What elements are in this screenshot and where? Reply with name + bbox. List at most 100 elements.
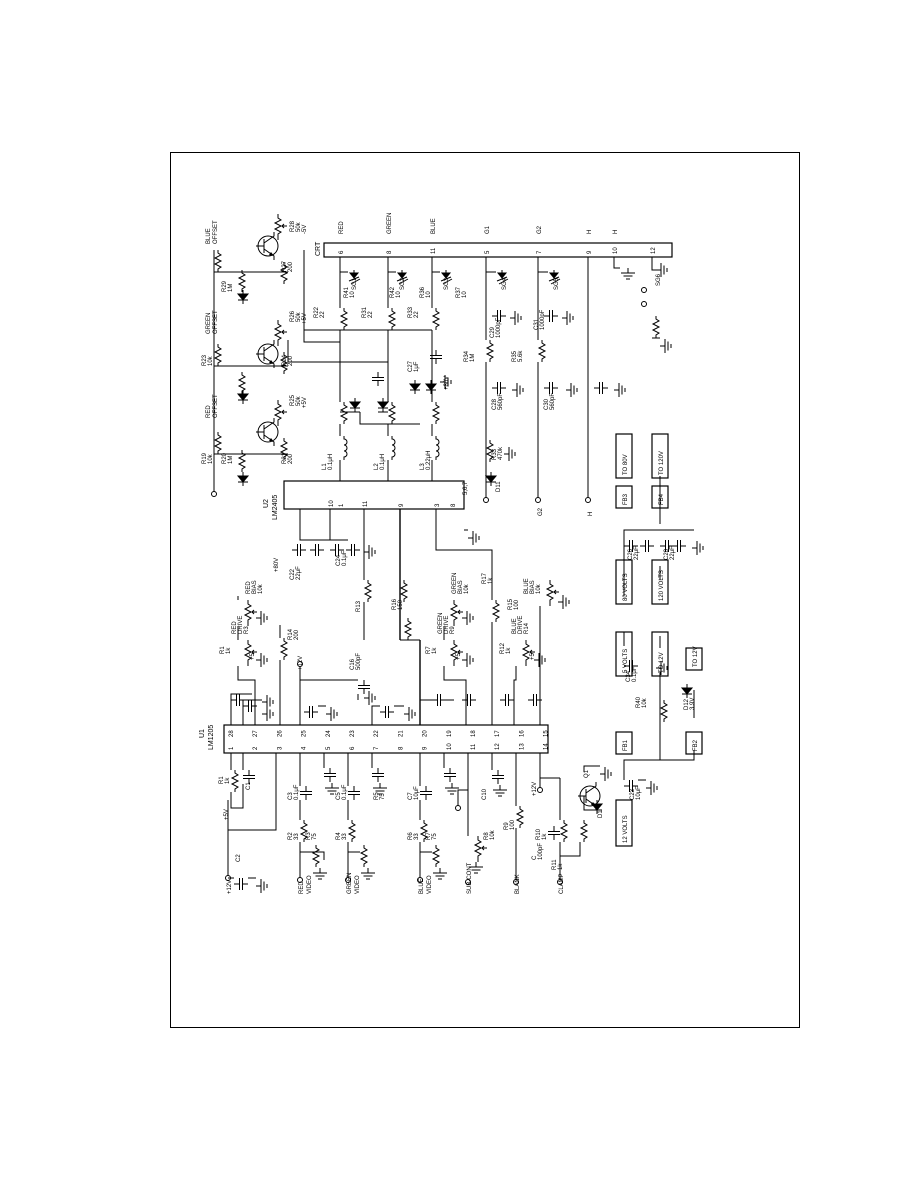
u1-pin-1: 1 — [229, 746, 235, 750]
component-ref-34: R33 — [408, 306, 414, 318]
bias-val-2: 10k — [536, 583, 542, 594]
offset-ref-2: R25 — [290, 394, 296, 406]
component-val-43: 1μF — [414, 361, 420, 372]
offset-v-2: +5V — [302, 397, 308, 408]
crt-pin-5: 5 — [485, 250, 491, 254]
component-ref-43: C27 — [408, 360, 414, 372]
offset-label2-0: OFFSET — [213, 220, 219, 244]
u2-pin-3: 11 — [363, 500, 369, 507]
component-ref-59: D12 — [684, 698, 690, 710]
u2-pin-4: 9 — [399, 503, 405, 507]
component-ref-6: C5 — [336, 792, 342, 800]
component-val-28: 0.1μF — [342, 550, 348, 566]
component-ref-25: R16 — [392, 598, 398, 610]
input-label-5: CLAMP — [559, 873, 565, 894]
u1-pin-15: 15 — [544, 730, 550, 737]
u1-pin-16: 16 — [519, 730, 525, 737]
power-box-label-8: TO 80V — [623, 454, 629, 475]
component-ref-10: R6 — [408, 832, 414, 840]
component-ref-33: R31 — [362, 306, 368, 318]
u2-ref: U2 — [263, 499, 270, 508]
power-box-label-1: FB1 — [623, 739, 629, 751]
component-ref-17: C — [532, 855, 538, 860]
component-val-39: 560pF — [498, 393, 504, 410]
component-ref-1: C1 — [246, 782, 252, 790]
component-ref-41: R33 — [492, 448, 498, 460]
component-ref-42: D11 — [496, 481, 502, 492]
power-box-label-9: 120 VOLTS — [659, 570, 665, 601]
component-ref-36: C29 — [490, 326, 496, 338]
drive-l1-2: BLUE — [512, 618, 518, 634]
component-val-12: 10k — [490, 829, 496, 840]
component-val-51: 10 — [426, 291, 432, 298]
u1-pin-12: 12 — [495, 743, 501, 750]
input-label2-1: VIDEO — [355, 875, 361, 894]
component-ref-11: R7 — [426, 832, 432, 840]
u1-pin-28: 28 — [229, 730, 235, 737]
component-val-41: 470k — [498, 446, 504, 460]
crt-label-6: H — [613, 230, 619, 234]
component-val-26: 1k — [488, 577, 494, 584]
u1-part: LM1205 — [208, 725, 215, 750]
component-val-38: 1000pF — [540, 309, 546, 330]
component-ref-53: R42 — [390, 286, 396, 298]
component-ref-50: R29 — [222, 280, 228, 292]
input-label2-0: VIDEO — [307, 875, 313, 894]
bias-l1-1: GREEN — [452, 573, 458, 594]
g2-label: G2 — [538, 507, 544, 516]
u1-pin-11: 11 — [471, 743, 477, 750]
component-val-49: 200 — [288, 261, 294, 272]
component-val-15: 1k — [542, 833, 548, 840]
crt-ref: CRT — [315, 241, 322, 256]
arc-label-0: SG1 — [352, 277, 358, 290]
component-val-22: 500pF — [356, 653, 362, 670]
offset-val-0: 50k — [296, 221, 302, 232]
component-val-13: 100 — [510, 819, 516, 830]
power-box-label-3: 5 VOLTS — [623, 649, 629, 673]
component-ref-57: C28 — [664, 548, 670, 560]
power-box-8 — [615, 433, 633, 479]
u2-part: LM2405 — [272, 495, 279, 520]
power-box-label-5: TO 12V — [693, 646, 699, 667]
bias-val-1: 10k — [464, 583, 470, 594]
component-ref-56: C26 — [628, 548, 634, 560]
offset-label2-2: OFFSET — [213, 394, 219, 418]
component-ref-26: R17 — [482, 572, 488, 584]
component-ref-27: C22 — [290, 568, 296, 580]
component-ref-31: L3 — [420, 463, 426, 470]
crt-pin-8: 8 — [387, 250, 393, 254]
input-label2-2: VIDEO — [427, 875, 433, 894]
u2-pin-5: 3 — [435, 503, 441, 507]
offset-label2-1: OFFSET — [213, 310, 219, 334]
u1-pin-7: 7 — [374, 746, 380, 750]
component-ref-5: R3 — [306, 832, 312, 840]
bias-l2-2: BIAS — [530, 580, 536, 594]
component-val-44: 10k — [208, 453, 214, 464]
component-ref-28: C24 — [336, 554, 342, 566]
drive-v-1: +5 — [456, 652, 462, 660]
component-ref-12: R8 — [484, 832, 490, 840]
offset-v-1: +5V — [302, 313, 308, 324]
crt-label-4: G2 — [537, 225, 543, 234]
bias-l2-1: BIAS — [458, 580, 464, 594]
u1-pin-13: 13 — [519, 743, 525, 750]
power-box-0 — [615, 799, 633, 847]
u1-pin-26: 26 — [277, 730, 283, 737]
component-val-11: 75 — [432, 833, 438, 840]
power-box-label-0: 12 VOLTS — [623, 815, 629, 843]
component-ref-49: R27 — [282, 260, 288, 272]
component-val-21: 200 — [294, 629, 300, 640]
crt-pin-9: 9 — [587, 250, 593, 254]
component-val-52: 10 — [462, 291, 468, 298]
offset-ref-0: R28 — [290, 220, 296, 232]
component-ref-51: R36 — [420, 286, 426, 298]
drive-l2-1: DRIVE — [444, 616, 450, 634]
bias-l1-2: BLUE — [524, 578, 530, 594]
component-ref-47: R23 — [202, 354, 208, 366]
component-ref-37: R35 — [512, 350, 518, 362]
